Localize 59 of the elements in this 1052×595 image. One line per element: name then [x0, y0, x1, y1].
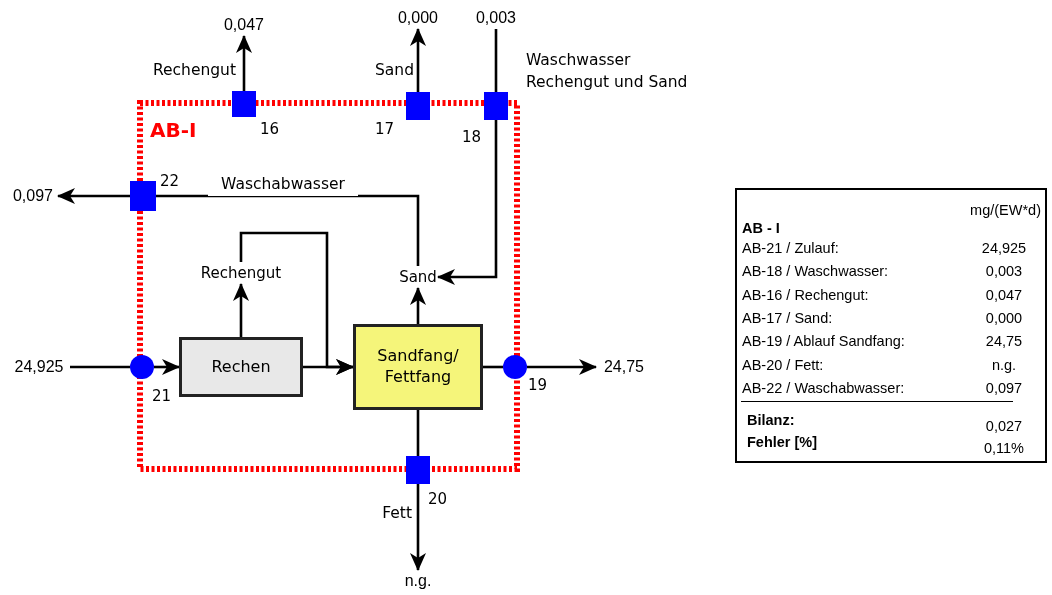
- row-label: AB-17 / Sand:: [742, 309, 833, 326]
- point-number: 22: [160, 172, 180, 190]
- point-number: 20: [428, 490, 448, 508]
- flow-arrow: [236, 35, 252, 91]
- boundary-label: AB-I: [150, 118, 197, 142]
- flow-value: 24,75: [596, 356, 652, 378]
- flow-arrow: [233, 283, 249, 337]
- balance-table: [735, 188, 1047, 463]
- measuring-point-square: [232, 91, 256, 117]
- point-number: 16: [260, 120, 280, 138]
- row-value: 0,000: [984, 309, 1024, 326]
- table-heading: AB - I: [742, 220, 780, 236]
- row-value: n.g.: [990, 356, 1018, 373]
- process-box: Sandfang/ Fettfang: [353, 324, 483, 410]
- point-number: 18: [462, 128, 482, 146]
- measuring-point-square: [130, 181, 156, 211]
- flow-value: 24,925: [8, 356, 70, 378]
- row-label: AB-18 / Waschwasser:: [742, 263, 889, 280]
- edge-label: Waschabwasser: [208, 174, 358, 196]
- row-label: AB-19 / Ablauf Sandfang:: [742, 333, 905, 350]
- row-value: 0,097: [984, 379, 1024, 396]
- flow-value: n.g.: [396, 570, 440, 592]
- row-value: 24,75: [984, 333, 1024, 350]
- measuring-point-circle: [503, 355, 527, 379]
- flow-arrow: [410, 287, 426, 324]
- row-value: 24,925: [980, 240, 1028, 256]
- flow-value: 0,000: [393, 7, 443, 29]
- flow-value: 0,003: [471, 7, 521, 29]
- row-value: 0,047: [984, 286, 1024, 303]
- point-number: 17: [375, 120, 395, 138]
- flow-arrow: [437, 120, 498, 285]
- point-number: 21: [152, 387, 172, 405]
- flow-arrow: [57, 188, 130, 204]
- process-box: Rechen: [179, 337, 303, 397]
- flow-value: 0,097: [8, 185, 58, 207]
- measuring-point-square: [406, 456, 430, 484]
- flow-value: 0,047: [219, 14, 269, 36]
- row-label: AB-22 / Waschabwasser:: [742, 379, 905, 396]
- measuring-point-circle: [130, 355, 154, 379]
- point-number: 19: [528, 376, 548, 394]
- stream-label: Sand: [398, 266, 438, 288]
- flow-arrow: [154, 359, 180, 375]
- flow-arrow: [303, 359, 354, 375]
- system-boundary: [137, 100, 520, 472]
- row-value: 0,11%: [982, 440, 1025, 456]
- stream-label: Rechengut: [196, 262, 286, 284]
- row-label: Fehler [%]: [747, 434, 818, 450]
- row-label: AB-16 / Rechengut:: [742, 286, 869, 303]
- row-label: AB-20 / Fett:: [742, 356, 824, 373]
- flow-arrow: [410, 484, 426, 571]
- flow-arrow: [410, 28, 426, 92]
- measuring-point-square: [484, 92, 508, 120]
- row-label: AB-21 / Zulauf:: [742, 240, 839, 256]
- unit-label: mg/(EW*d): [970, 202, 1041, 218]
- measuring-point-square: [406, 92, 430, 120]
- row-value: 0,027: [984, 418, 1024, 434]
- row-value: 0,003: [984, 263, 1024, 280]
- flow-arrow: [527, 359, 597, 375]
- row-label: Bilanz:: [747, 412, 795, 428]
